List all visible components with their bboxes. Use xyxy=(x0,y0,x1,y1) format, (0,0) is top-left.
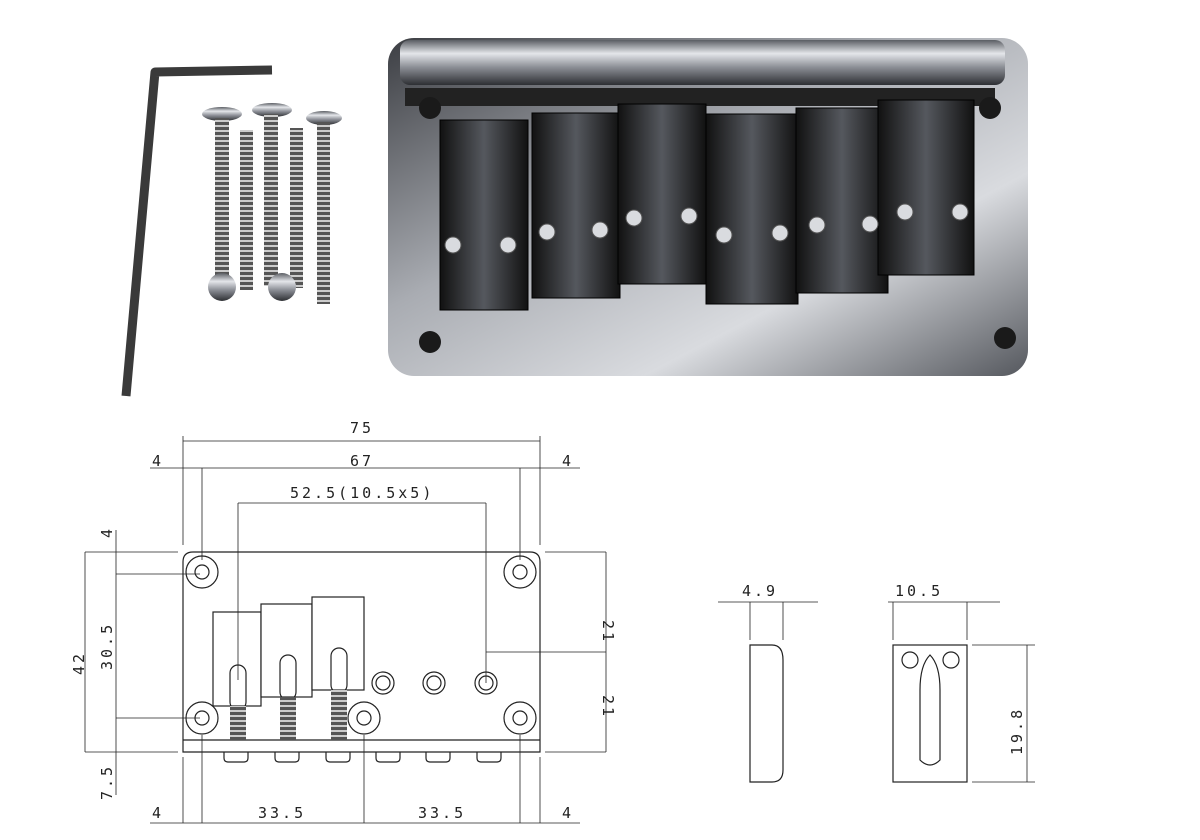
dim-hole-vertical: 30.5 xyxy=(98,622,116,670)
dim-string-spacing: 52.5(10.5x5) xyxy=(290,484,434,502)
dim-edge-right: 4 xyxy=(562,452,574,470)
dim-lower-half: 21 xyxy=(599,695,617,719)
top-view-saddle-drawing xyxy=(888,601,1035,783)
bridge-photo xyxy=(388,38,1028,376)
dim-saddle-offset: 7.5 xyxy=(98,764,116,800)
front-view-drawing xyxy=(84,436,607,824)
dim-bottom-edge-right: 4 xyxy=(562,804,574,822)
dim-saddle-side-width: 4.9 xyxy=(742,582,778,600)
dim-bottom-right-span: 33.5 xyxy=(418,804,466,822)
dim-saddle-width: 10.5 xyxy=(895,582,943,600)
saddles xyxy=(439,99,975,311)
allen-key xyxy=(121,65,273,397)
dim-bottom-edge-left: 4 xyxy=(152,804,164,822)
dim-overall-width: 75 xyxy=(350,419,374,437)
dim-edge-left: 4 xyxy=(152,452,164,470)
dim-upper-half: 21 xyxy=(599,620,617,644)
dim-top-margin: 4 xyxy=(98,526,116,538)
mounting-screws xyxy=(202,103,342,304)
dim-saddle-length: 19.8 xyxy=(1008,707,1026,755)
dim-bottom-left-span: 33.5 xyxy=(258,804,306,822)
dim-hole-span: 67 xyxy=(350,452,374,470)
side-view-drawing xyxy=(718,601,818,783)
dim-overall-height: 42 xyxy=(70,651,88,675)
